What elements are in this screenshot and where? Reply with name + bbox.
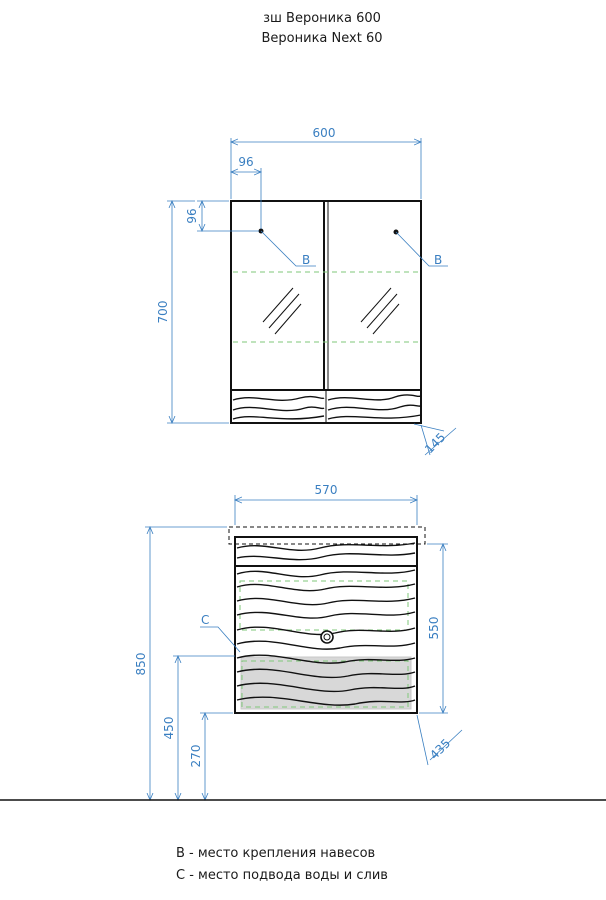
vanity-guide-upper	[239, 580, 409, 631]
vanity-body	[234, 536, 418, 714]
mount-label-right: B	[434, 253, 442, 267]
title-line-2: Вероника Next 60	[262, 31, 383, 46]
dim-label-drain-height: 270	[189, 745, 203, 768]
vanity-wave-pattern	[236, 542, 416, 706]
mirror-glint-left	[262, 287, 302, 335]
vanity-handle-inner	[323, 633, 331, 641]
dim-label-supply-height: 450	[162, 717, 176, 740]
vanity-handle	[320, 630, 334, 644]
mount-leaders	[260, 230, 448, 267]
dim-supply-height	[173, 656, 235, 800]
dim-label-offset-x: 96	[238, 155, 253, 169]
legend-b: B - место крепления навесов	[176, 846, 375, 861]
legend-c: C - место подвода воды и слив	[176, 868, 388, 883]
dim-cabinet-height	[167, 201, 229, 423]
dim-label-vanity-height-front: 550	[427, 617, 441, 640]
dim-label-vanity-width: 570	[315, 483, 338, 497]
dim-label-offset-y: 96	[185, 208, 199, 223]
supply-label: C	[201, 613, 209, 627]
cabinet-wave-pattern	[232, 394, 422, 420]
dim-cabinet-depth	[413, 423, 457, 456]
dim-offset-vertical	[197, 201, 259, 231]
vanity-countertop	[228, 526, 426, 545]
dim-vanity-height-total	[145, 527, 227, 800]
dim-label-cabinet-depth: 145	[422, 430, 448, 456]
dim-cabinet-width	[231, 138, 421, 199]
vanity-unit	[228, 526, 426, 714]
mirror-glint-right	[360, 287, 400, 335]
dim-label-cabinet-height: 700	[156, 301, 170, 324]
dim-label-vanity-depth: 435	[427, 736, 453, 762]
title-line-1: зш Вероника 600	[263, 11, 381, 26]
supply-leader	[200, 626, 241, 653]
dim-vanity-height-front	[419, 544, 448, 713]
dim-label-vanity-height-total: 850	[134, 653, 148, 676]
dim-label-cabinet-width: 600	[313, 126, 336, 140]
vanity-guide-lower	[241, 660, 409, 708]
mount-label-left: B	[302, 253, 310, 267]
dim-vanity-width	[235, 495, 417, 525]
mirror-cabinet	[230, 200, 422, 424]
dim-drain-height	[200, 713, 233, 800]
dim-offset-horizontal	[231, 168, 261, 229]
dim-vanity-depth	[416, 714, 463, 766]
